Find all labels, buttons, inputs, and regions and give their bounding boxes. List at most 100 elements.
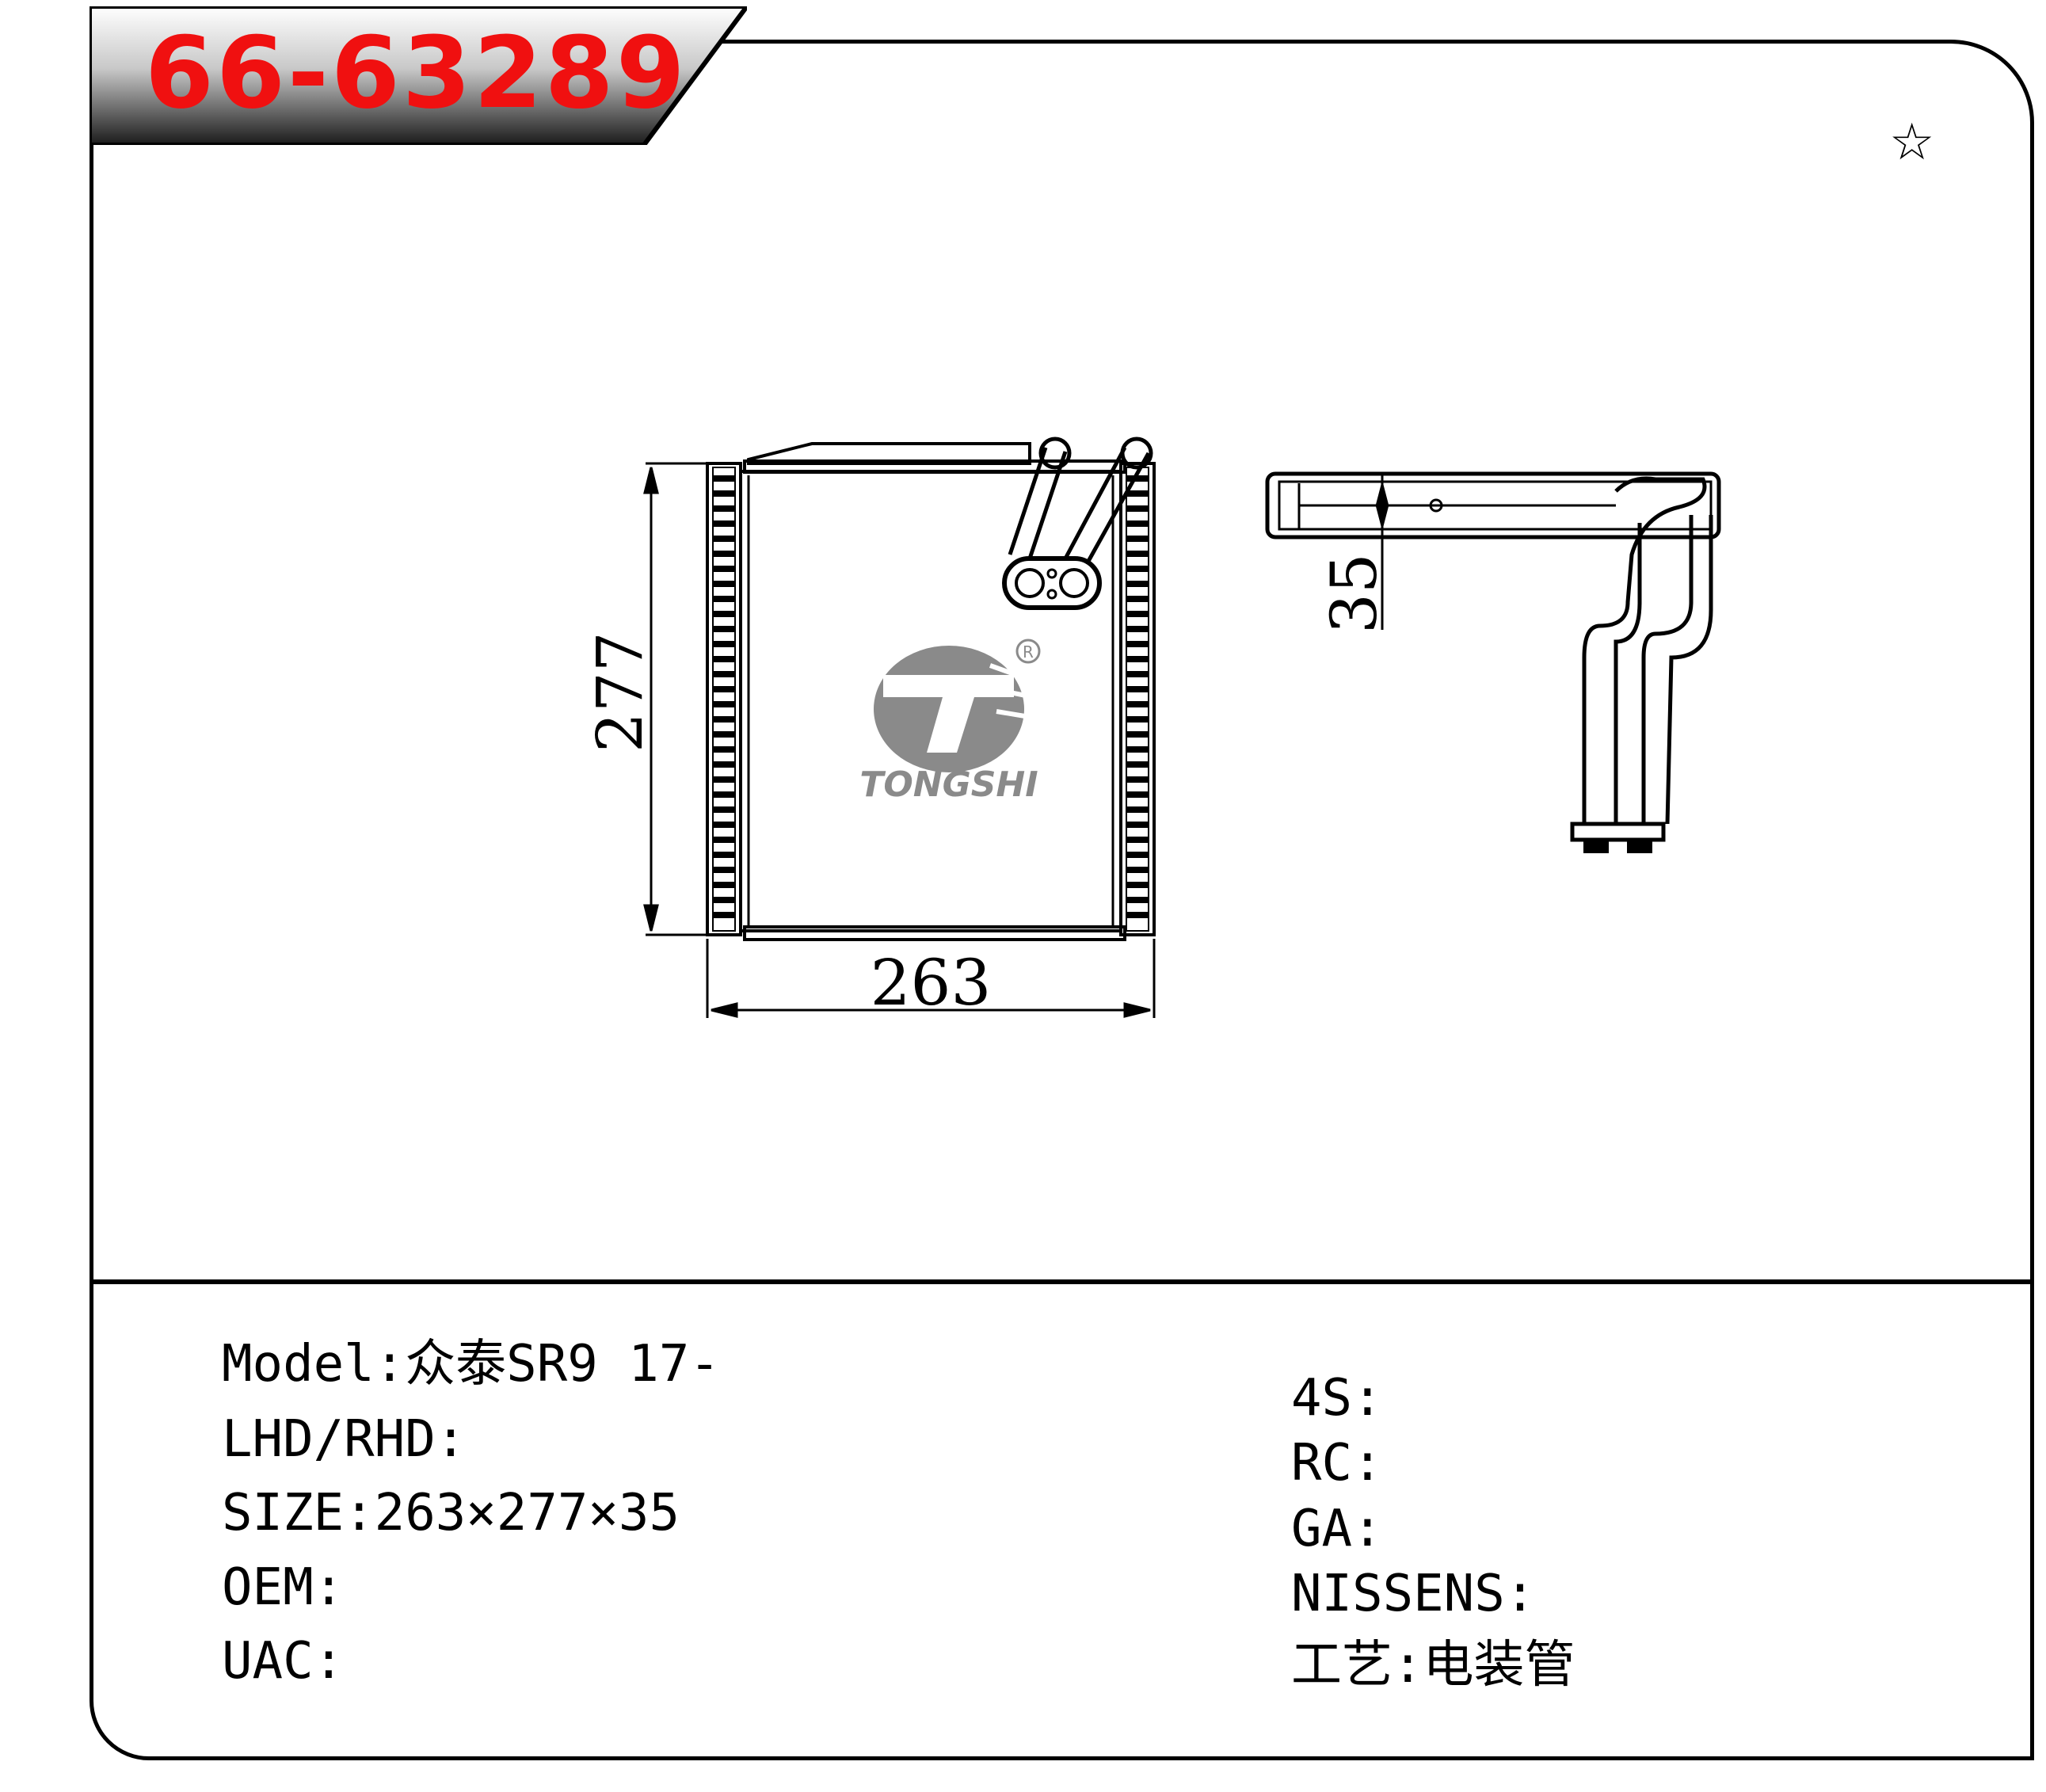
height-dimension [643,462,709,936]
tank-tooth [1127,731,1148,738]
spec-process: 工艺:电装管 [1291,1640,1575,1691]
tank-tooth [714,746,734,753]
tank-tooth [714,536,734,542]
spec-process-value: 电装管 [1423,1636,1575,1695]
tank-tooth [1127,641,1148,647]
tank-tooth [714,641,734,647]
tank-tooth [1127,505,1148,512]
spec-ga-label: GA: [1291,1500,1383,1558]
spec-size-value: 263×277×35 [374,1484,680,1542]
tank-tooth [1127,596,1148,602]
tank-tooth [1127,852,1148,858]
spec-size: SIZE:263×277×35 [222,1488,680,1538]
tank-tooth [1127,912,1148,918]
depth-dimension-label: 35 [1317,553,1391,634]
spec-uac-label: UAC: [222,1632,345,1691]
tank-tooth [1127,490,1148,497]
spec-model: Model:众泰SR9 17- [222,1339,720,1390]
tank-tooth [714,581,734,587]
svg-text:R: R [1023,642,1034,662]
tank-tooth [714,551,734,557]
spec-model-value: 众泰SR9 17- [405,1335,720,1394]
tank-tooth [714,611,734,617]
spec-process-label: 工艺: [1291,1636,1423,1695]
tank-tooth [1127,837,1148,843]
star-icon: ☆ [1889,113,1935,172]
tank-tooth [1127,626,1148,632]
tongshi-logo: R TONGSHI [859,639,1041,805]
tank-tooth [1127,746,1148,753]
width-dimension-label: 263 [871,946,992,1020]
tank-tooth [1127,897,1148,903]
tank-tooth [1127,475,1148,482]
part-number: 66-63289 [145,16,688,131]
tank-tooth [1127,716,1148,723]
spec-4s-label: 4S: [1291,1369,1383,1428]
tank-tooth [714,897,734,903]
spec-rc: RC: [1291,1438,1383,1489]
tank-tooth [1127,776,1148,783]
spec-oem-label: OEM: [222,1558,345,1617]
tank-tooth [714,626,734,632]
tank-tooth [1127,822,1148,828]
tank-tooth [714,490,734,497]
tank-tooth [714,701,734,707]
tank-tooth [1127,791,1148,798]
left-tank-teeth [714,475,734,918]
spec-lhd-rhd-label: LHD/RHD: [222,1410,467,1469]
tank-tooth [1127,551,1148,557]
depth-dimension [1362,474,1402,630]
tank-tooth [714,671,734,677]
tank-tooth [714,791,734,798]
tank-tooth [714,731,734,738]
height-dimension-label: 277 [583,631,657,753]
tank-tooth [1127,806,1148,813]
tank-tooth [714,716,734,723]
title-tab-shape [90,6,747,145]
spec-ga: GA: [1291,1504,1383,1554]
technical-drawing: R TONGSHI 277 263 [583,437,1721,1020]
spec-uac: UAC: [222,1636,344,1687]
registered-icon [1015,639,1041,664]
spec-oem: OEM: [222,1562,344,1613]
tank-tooth [714,912,734,918]
spec-nissens: NISSENS: [1291,1569,1535,1619]
frame-divider [90,1279,2034,1284]
tank-tooth [714,475,734,482]
drawing-frame [90,40,2034,1760]
tank-tooth [1127,761,1148,768]
tank-tooth [1127,611,1148,617]
tank-tooth [1127,581,1148,587]
spec-rc-label: RC: [1291,1434,1383,1493]
tank-tooth [1127,671,1148,677]
tank-tooth [714,837,734,843]
tank-tooth [714,822,734,828]
evaporator-side-view [1265,471,1721,853]
tank-tooth [714,852,734,858]
tank-tooth [714,596,734,602]
width-dimension [706,939,1156,1018]
tank-tooth [1127,536,1148,542]
tank-tooth [1127,882,1148,888]
spec-lhd-rhd: LHD/RHD: [222,1414,466,1465]
tank-tooth [1127,686,1148,692]
tank-tooth [1127,656,1148,662]
tank-tooth [714,867,734,873]
tank-tooth [714,656,734,662]
spec-nissens-label: NISSENS: [1291,1565,1536,1623]
tank-tooth [1127,701,1148,707]
tank-tooth [714,806,734,813]
tank-tooth [714,882,734,888]
tank-tooth [714,566,734,572]
spec-model-label: Model: [222,1335,406,1394]
spec-4s: 4S: [1291,1373,1383,1424]
spec-size-label: SIZE: [222,1484,375,1542]
logo-brand-text: TONGSHI [859,764,1038,805]
tank-tooth [1127,520,1148,527]
title-tab: 66-63289 [90,6,747,145]
evaporator-front-view [706,437,1156,941]
tank-tooth [1127,566,1148,572]
tank-tooth [1127,867,1148,873]
tank-tooth [714,520,734,527]
tank-tooth [714,505,734,512]
